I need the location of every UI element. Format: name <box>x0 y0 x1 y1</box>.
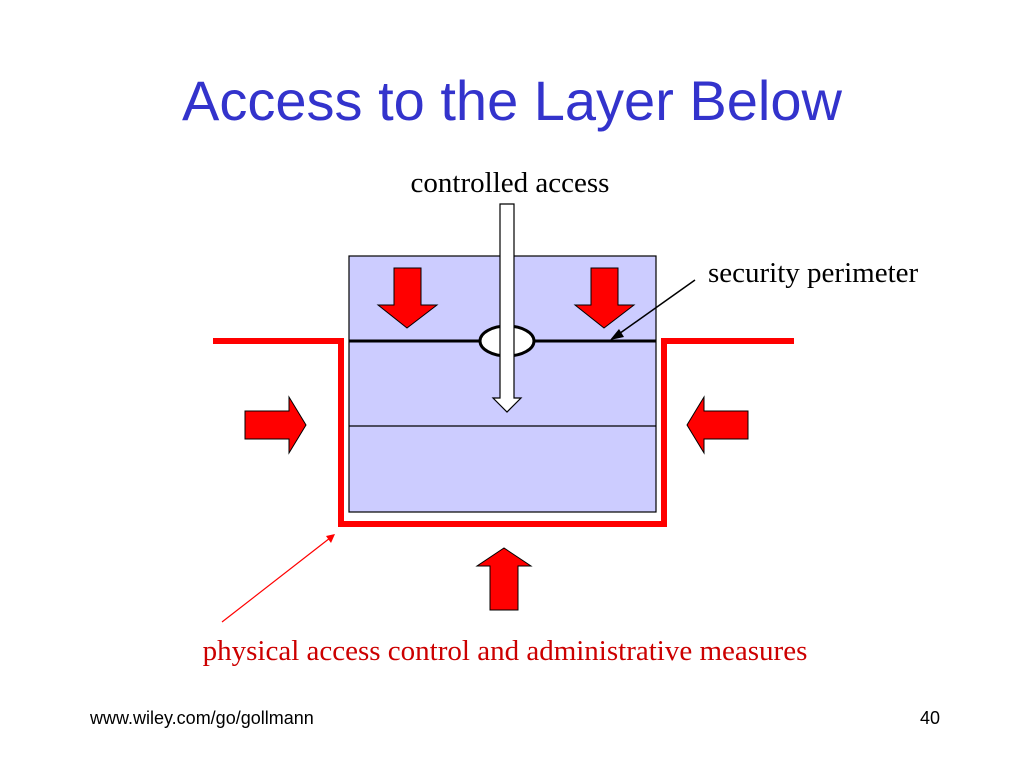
perimeter-pointer-line <box>615 279 696 337</box>
footer-url: www.wiley.com/go/gollmann <box>90 708 314 728</box>
physical-pointer-line <box>221 537 331 623</box>
slide-title: Access to the Layer Below <box>182 69 842 132</box>
controlled-access-label: controlled access <box>410 167 610 199</box>
page-number: 40 <box>919 708 940 728</box>
physical-measures-label: physical access control and administrati… <box>202 635 808 667</box>
physical-pointer-arrowhead <box>326 534 335 543</box>
down-arrow-right <box>573 267 636 329</box>
security-perimeter-label: security perimeter <box>708 257 919 289</box>
right-arrow-left-side <box>244 395 307 455</box>
left-arrow-right-side <box>686 395 749 455</box>
up-arrow-bottom <box>475 547 533 611</box>
perimeter-pointer-arrowhead <box>610 329 624 340</box>
physical-perimeter <box>213 338 794 527</box>
controlled-access-arrow <box>491 203 523 413</box>
down-arrow-left <box>376 267 439 329</box>
